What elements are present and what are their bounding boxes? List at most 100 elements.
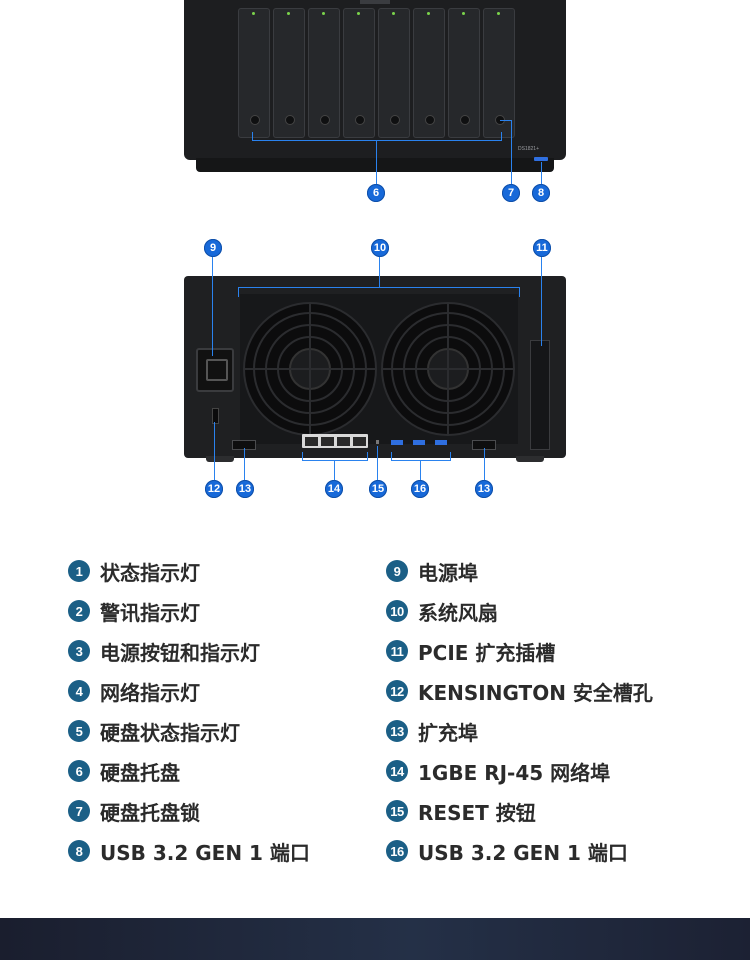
drive-tray xyxy=(378,8,410,138)
legend-label: USB 3.2 GEN 1 端口 xyxy=(418,840,628,865)
rj45-port-group xyxy=(302,434,368,448)
drive-tray xyxy=(413,8,445,138)
legend-item: 7 硬盘托盘锁 xyxy=(68,796,200,826)
callout-badge-10: 10 xyxy=(371,239,389,257)
pcie-slot xyxy=(530,340,550,450)
drive-tray xyxy=(448,8,480,138)
legend-item: 5 硬盘状态指示灯 xyxy=(68,716,240,746)
legend-number: 14 xyxy=(386,760,408,782)
drive-led xyxy=(427,12,430,15)
leader-line xyxy=(484,448,485,480)
legend-number: 11 xyxy=(386,640,408,662)
leader-line xyxy=(214,422,215,480)
drive-tray xyxy=(483,8,515,138)
device-foot xyxy=(206,456,234,462)
legend-label: 状态指示灯 xyxy=(100,560,200,585)
front-device-base xyxy=(196,158,554,172)
leader-line xyxy=(391,452,392,461)
drive-led xyxy=(252,12,255,15)
drive-led xyxy=(357,12,360,15)
legend-item: 9 电源埠 xyxy=(386,556,478,586)
kensington-slot xyxy=(212,408,219,424)
leader-line xyxy=(420,460,421,480)
legend-number: 8 xyxy=(68,840,90,862)
leader-line xyxy=(376,140,377,184)
drive-tray xyxy=(308,8,340,138)
legend-number: 1 xyxy=(68,560,90,582)
reset-button xyxy=(376,440,379,444)
fan-left xyxy=(243,302,377,436)
legend-label: PCIE 扩充插槽 xyxy=(418,640,556,665)
leader-line xyxy=(367,452,368,461)
legend-number: 2 xyxy=(68,600,90,622)
power-socket-inner xyxy=(206,359,228,381)
legend-label: KENSINGTON 安全槽孔 xyxy=(418,680,653,705)
legend-label: USB 3.2 GEN 1 端口 xyxy=(100,840,310,865)
drive-led xyxy=(322,12,325,15)
drive-led xyxy=(287,12,290,15)
legend-item: 2 警讯指示灯 xyxy=(68,596,200,626)
usb-port xyxy=(413,440,425,445)
tray-lock xyxy=(285,115,295,125)
fan-right xyxy=(381,302,515,436)
drive-led xyxy=(462,12,465,15)
tray-lock xyxy=(425,115,435,125)
tray-lock xyxy=(390,115,400,125)
drive-led xyxy=(392,12,395,15)
legend-label: 扩充埠 xyxy=(418,720,478,745)
rj45-port xyxy=(337,437,350,446)
legend-number: 4 xyxy=(68,680,90,702)
tray-lock xyxy=(320,115,330,125)
callout-badge-13: 13 xyxy=(236,480,254,498)
legend-label: 电源埠 xyxy=(418,560,478,585)
legend-item: 14 1GBE RJ-45 网络埠 xyxy=(386,756,610,786)
leader-line xyxy=(541,162,542,184)
leader-line xyxy=(238,287,520,288)
leader-line xyxy=(391,460,451,461)
legend-item: 11 PCIE 扩充插槽 xyxy=(386,636,555,666)
leader-line xyxy=(244,448,245,480)
callout-badge-14: 14 xyxy=(325,480,343,498)
usb-port xyxy=(391,440,403,445)
leader-line xyxy=(450,452,451,461)
leader-line xyxy=(511,120,512,184)
leader-line xyxy=(212,256,213,356)
legend-label: RESET 按钮 xyxy=(418,800,536,825)
drive-tray xyxy=(343,8,375,138)
leader-line xyxy=(519,287,520,297)
system-fans xyxy=(243,302,515,436)
callout-badge-7: 7 xyxy=(502,184,520,202)
leader-line xyxy=(302,460,368,461)
legend-number: 7 xyxy=(68,800,90,822)
model-label: DS1821+ xyxy=(518,146,539,152)
tray-lock xyxy=(355,115,365,125)
callout-badge-13b: 13 xyxy=(475,480,493,498)
rj45-port xyxy=(353,437,366,446)
top-bezel-slot xyxy=(360,0,390,4)
legend-number: 5 xyxy=(68,720,90,742)
leader-line xyxy=(252,132,253,141)
leader-line xyxy=(541,256,542,346)
legend-label: 硬盘状态指示灯 xyxy=(100,720,240,745)
legend-number: 9 xyxy=(386,560,408,582)
callout-badge-16: 16 xyxy=(411,480,429,498)
legend-label: 硬盘托盘锁 xyxy=(100,800,200,825)
callout-badge-15: 15 xyxy=(369,480,387,498)
front-usb-port xyxy=(534,157,548,161)
callout-badge-12: 12 xyxy=(205,480,223,498)
device-foot xyxy=(516,456,544,462)
leader-line xyxy=(377,446,378,480)
legend-label: 1GBE RJ-45 网络埠 xyxy=(418,760,611,785)
leader-line xyxy=(501,132,502,141)
legend-item: 12 KENSINGTON 安全槽孔 xyxy=(386,676,653,706)
callout-badge-9: 9 xyxy=(204,239,222,257)
legend-label: 警讯指示灯 xyxy=(100,600,200,625)
leader-line xyxy=(252,140,502,141)
leader-line xyxy=(500,120,512,121)
legend-number: 12 xyxy=(386,680,408,702)
rj45-port xyxy=(305,437,318,446)
